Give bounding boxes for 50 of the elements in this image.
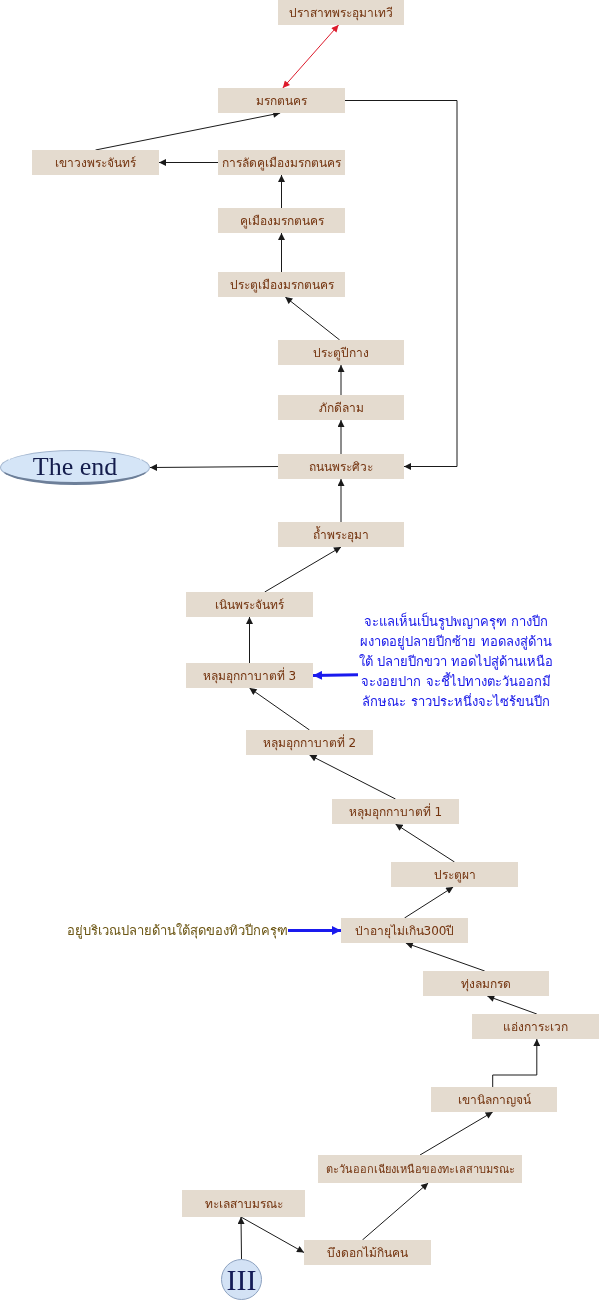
- arrow: [344, 100, 458, 470]
- place-box: แอ่งการะเวก: [472, 1014, 599, 1039]
- arrow: [312, 670, 359, 680]
- place-box: เขาวงพระจันทร์: [32, 150, 159, 175]
- place-box: คูเมืองมรกตนคร: [218, 208, 345, 233]
- place-box: ถ้ำพระอุมา: [278, 522, 404, 547]
- arrow: [240, 1216, 305, 1253]
- arrow: [361, 1182, 429, 1241]
- arrow: [264, 546, 342, 593]
- arrow: [492, 1038, 541, 1088]
- place-box: ปราสาทพระอุมาเทวี: [278, 0, 404, 25]
- arrow: [404, 886, 454, 919]
- arrow: [246, 616, 253, 664]
- end-ellipse: The end: [0, 450, 150, 485]
- arrow: [237, 1216, 245, 1260]
- arrow: [419, 1111, 494, 1156]
- place-box: ทุ่งลมกรด: [423, 971, 549, 996]
- place-box: ประตูเมืองมรกตนคร: [218, 272, 345, 297]
- note-text: อยู่บริเวณปลายด้านใต้สุดของทิวปีกครุฑ: [58, 920, 288, 941]
- arrow: [158, 159, 219, 166]
- place-box: ภักดีลาม: [278, 395, 404, 420]
- arrow: [278, 174, 285, 209]
- place-box: เนินพระจันทร์: [186, 592, 313, 617]
- arrow: [337, 478, 345, 523]
- place-box: ถนนพระศิวะ: [278, 454, 404, 479]
- place-box: หลุมอุกกาบาตที่ 2: [246, 730, 373, 755]
- place-box: ประตูปีกาง: [278, 340, 404, 365]
- place-box: ป่าอายุไม่เกิน300ปี: [341, 918, 468, 943]
- arrow: [337, 364, 345, 396]
- arrow: [395, 823, 455, 863]
- place-box: ประตูผา: [391, 862, 518, 887]
- place-box: หลุมอุกกาบาตที่ 1: [332, 799, 459, 824]
- place-box: ทะเลสาบมรณะ: [182, 1190, 305, 1217]
- arrow: [284, 296, 341, 341]
- place-box: ตะวันออกเฉียงเหนือของทะเลสาบมรณะ: [318, 1155, 522, 1183]
- place-box: การลัดคูเมืองมรกตนคร: [218, 150, 345, 175]
- arrow: [309, 754, 396, 800]
- place-box: มรกตนคร: [218, 88, 345, 113]
- arrow: [405, 942, 486, 972]
- arrow: [337, 419, 345, 455]
- note-text: จะแลเห็นเป็นรูปพญาครุฑ กางปีกผงาดอยู่ปลายปีกซ้าย ทอดลงสู่ด้านใต้ ปลายปีกขวา ทอดไปสู่ด้านเหนือ จะงอยปาก จะชี้ไปทางตะวันออกมีลักษณะ ราวประหนึ่งจะไซร้ขนปีก: [358, 598, 554, 726]
- place-box: บึงดอกไม้กินคน: [304, 1240, 431, 1265]
- arrow: [249, 687, 310, 731]
- double-arrow: [282, 24, 339, 89]
- arrow: [278, 232, 285, 273]
- place-box: เขานิลกาญจน์: [431, 1087, 557, 1112]
- place-box: หลุมอุกกาบาตที่ 3: [186, 663, 313, 688]
- arrow: [288, 926, 341, 935]
- arrow: [486, 995, 538, 1015]
- arrow: [149, 463, 279, 471]
